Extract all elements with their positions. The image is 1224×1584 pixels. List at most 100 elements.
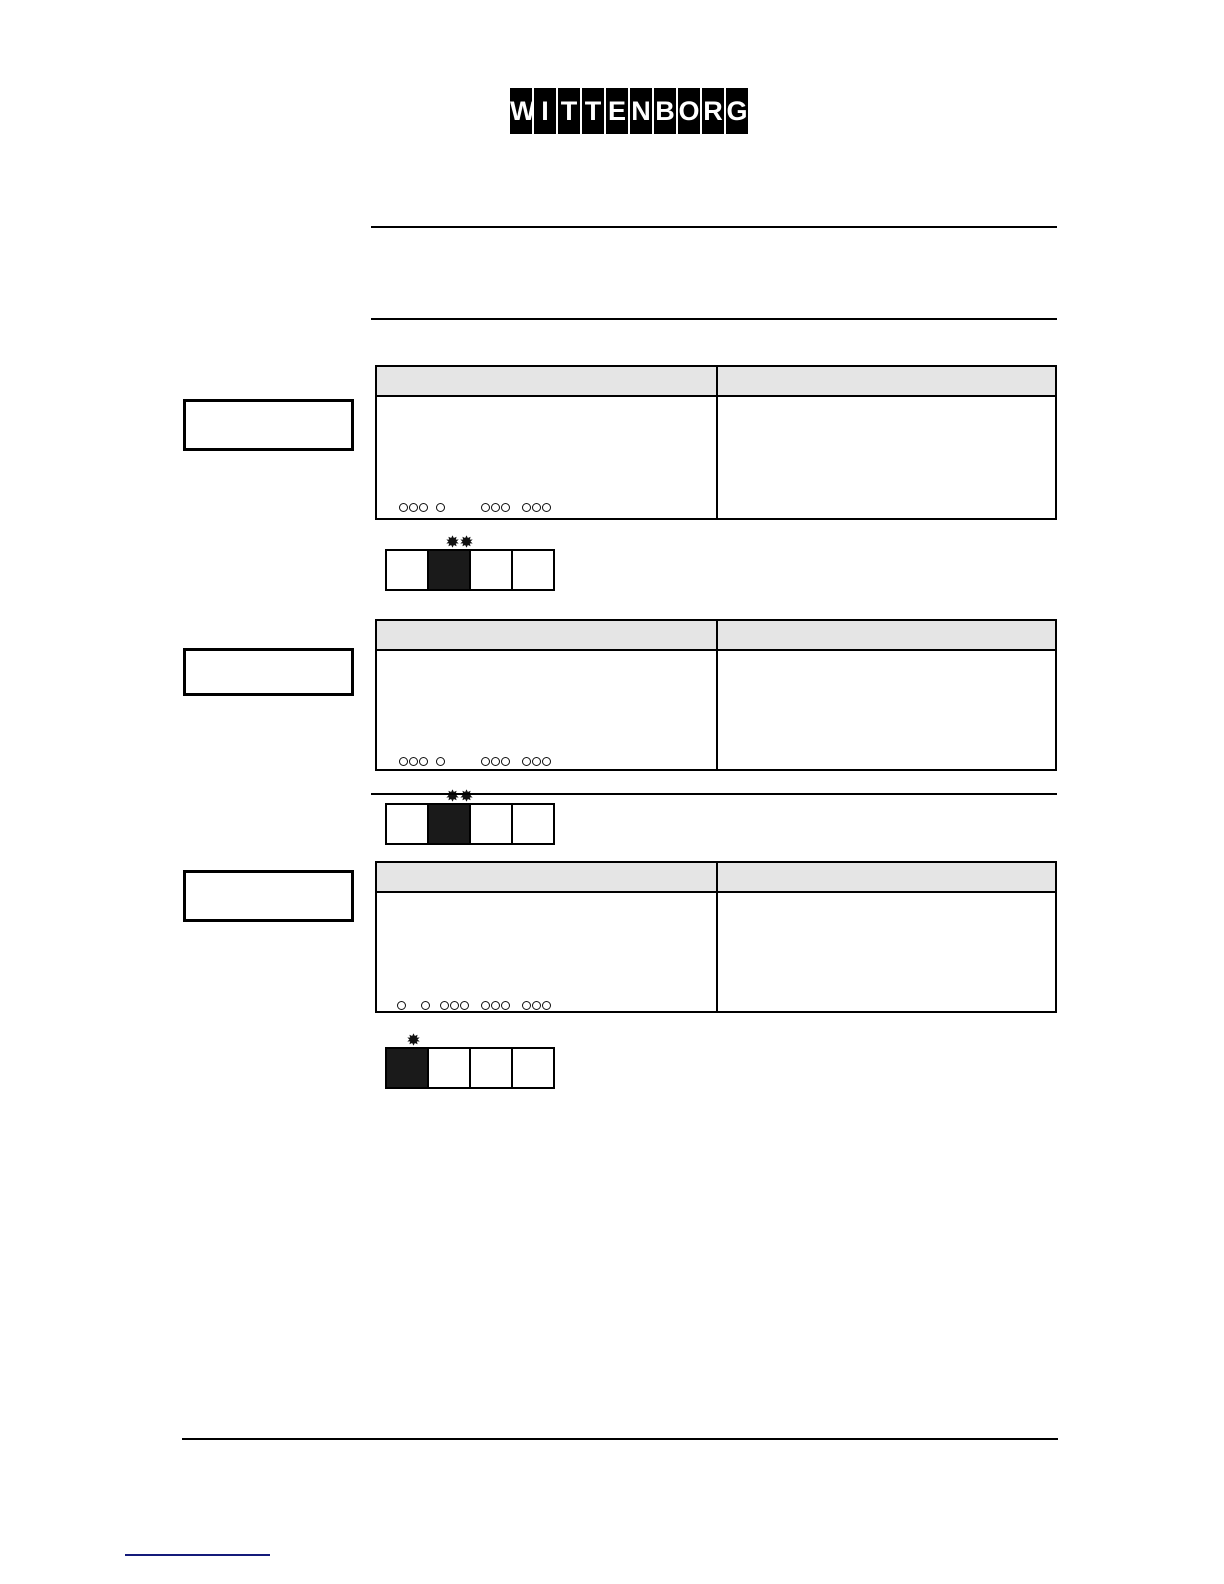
led-lamp-off-icon [501, 1000, 510, 1010]
led-lamp-off-icon [421, 1000, 430, 1010]
led-lamp-blink-icon [407, 999, 420, 1046]
table-header-row [377, 863, 1055, 893]
logo-letter: R [702, 88, 724, 134]
led-lamp-row [387, 997, 557, 1046]
table-header-cell-left [377, 621, 718, 649]
led-lamp-off-icon [419, 502, 428, 512]
table-header-cell-left [377, 863, 718, 891]
led-lamp-group-3 [475, 502, 516, 512]
led-lamp-off-icon [532, 756, 541, 766]
status-table-1 [375, 365, 1057, 591]
led-segment-2 [429, 551, 471, 589]
led-lamp-off-icon [501, 502, 510, 512]
table-header-cell-left [377, 367, 718, 395]
footer-link-text[interactable] [125, 1533, 275, 1553]
led-lamp-group-1 [393, 756, 434, 766]
led-lamp-off-icon [399, 502, 408, 512]
led-lamp-blink-icon [460, 501, 473, 548]
led-lamp-off-icon [532, 502, 541, 512]
logo-letter: I [534, 88, 556, 134]
led-lamp-off-icon [491, 502, 500, 512]
table-body-cell-left [377, 893, 718, 1089]
led-segment-row [385, 803, 555, 845]
logo-letter: B [654, 88, 676, 134]
table-header-cell-right [718, 863, 1055, 891]
table-body-cell-right [718, 651, 1055, 769]
table-body-row [377, 893, 1055, 1089]
led-lamp-off-icon [501, 756, 510, 766]
led-lamp-off-icon [542, 502, 551, 512]
led-display-widget-2 [385, 719, 557, 879]
logo-letter: O [678, 88, 700, 134]
led-lamp-off-icon [522, 502, 531, 512]
table-body-cell-left [377, 651, 718, 845]
led-lamp-group-4 [516, 756, 557, 766]
led-segment-2 [429, 805, 471, 843]
heading-rule-top [371, 226, 1057, 228]
logo-letter: T [558, 88, 580, 134]
wittenborg-logo: W I T T E N B O R G [510, 88, 748, 134]
led-segment-4 [513, 1049, 553, 1087]
led-segment-row [385, 1047, 555, 1089]
logo-letter: W [510, 88, 535, 134]
led-lamp-off-icon [542, 756, 551, 766]
led-lamp-off-icon [491, 1000, 500, 1010]
footer-link-underline[interactable] [125, 1554, 270, 1556]
led-lamp-off-icon [491, 756, 500, 766]
led-segment-3 [471, 1049, 513, 1087]
status-table-3 [375, 861, 1057, 1089]
caption-box-3 [183, 870, 354, 922]
led-lamp-group-3 [475, 756, 516, 766]
led-lamp-group-1 [393, 502, 434, 512]
logo-letter: T [582, 88, 604, 134]
led-segment-3 [471, 551, 513, 589]
led-lamp-off-icon [419, 756, 428, 766]
led-display-widget-3 [385, 963, 557, 1123]
led-display-widget-1 [385, 465, 557, 625]
led-lamp-off-icon [409, 756, 418, 766]
led-segment-2 [429, 1049, 471, 1087]
section-divider-rule [371, 793, 1057, 795]
table-body-cell-right [718, 397, 1055, 518]
logo-letter: G [726, 88, 748, 134]
led-lamp-group-4 [516, 1000, 557, 1010]
table-header-cell-right [718, 621, 1055, 649]
logo-letter: E [606, 88, 628, 134]
table-header-row [377, 621, 1055, 651]
led-lamp-off-icon [522, 1000, 531, 1010]
logo-letter: N [630, 88, 652, 134]
led-lamp-group-2 [434, 501, 475, 548]
led-lamp-off-icon [481, 756, 490, 766]
section-subtitle [375, 278, 1055, 304]
led-lamp-group-2 [434, 1000, 475, 1010]
table-body-row [377, 397, 1055, 591]
led-lamp-off-icon [440, 1000, 449, 1010]
led-lamp-group-4 [516, 502, 557, 512]
led-lamp-group-2 [434, 755, 475, 802]
led-lamp-off-icon [481, 502, 490, 512]
led-lamp-off-icon [409, 502, 418, 512]
heading-rule-bottom [371, 318, 1057, 320]
led-segment-1 [387, 551, 429, 589]
footer-rule [182, 1438, 1058, 1440]
status-table-2 [375, 619, 1057, 845]
led-lamp-off-icon [397, 1000, 406, 1010]
table-body-cell-left [377, 397, 718, 591]
led-segment-1 [387, 1049, 429, 1087]
led-lamp-off-icon [481, 1000, 490, 1010]
led-lamp-row [387, 753, 557, 802]
led-lamp-blink-icon [460, 755, 473, 802]
led-lamp-off-icon [522, 756, 531, 766]
table-header-cell-right [718, 367, 1055, 395]
led-segment-4 [513, 805, 553, 843]
table-body-row [377, 651, 1055, 845]
caption-box-1 [183, 399, 354, 451]
caption-box-2 [183, 648, 354, 696]
led-lamp-off-icon [460, 1000, 469, 1010]
table-header-row [377, 367, 1055, 397]
led-segment-1 [387, 805, 429, 843]
led-segment-4 [513, 551, 553, 589]
led-lamp-off-icon [399, 756, 408, 766]
led-lamp-off-icon [542, 1000, 551, 1010]
